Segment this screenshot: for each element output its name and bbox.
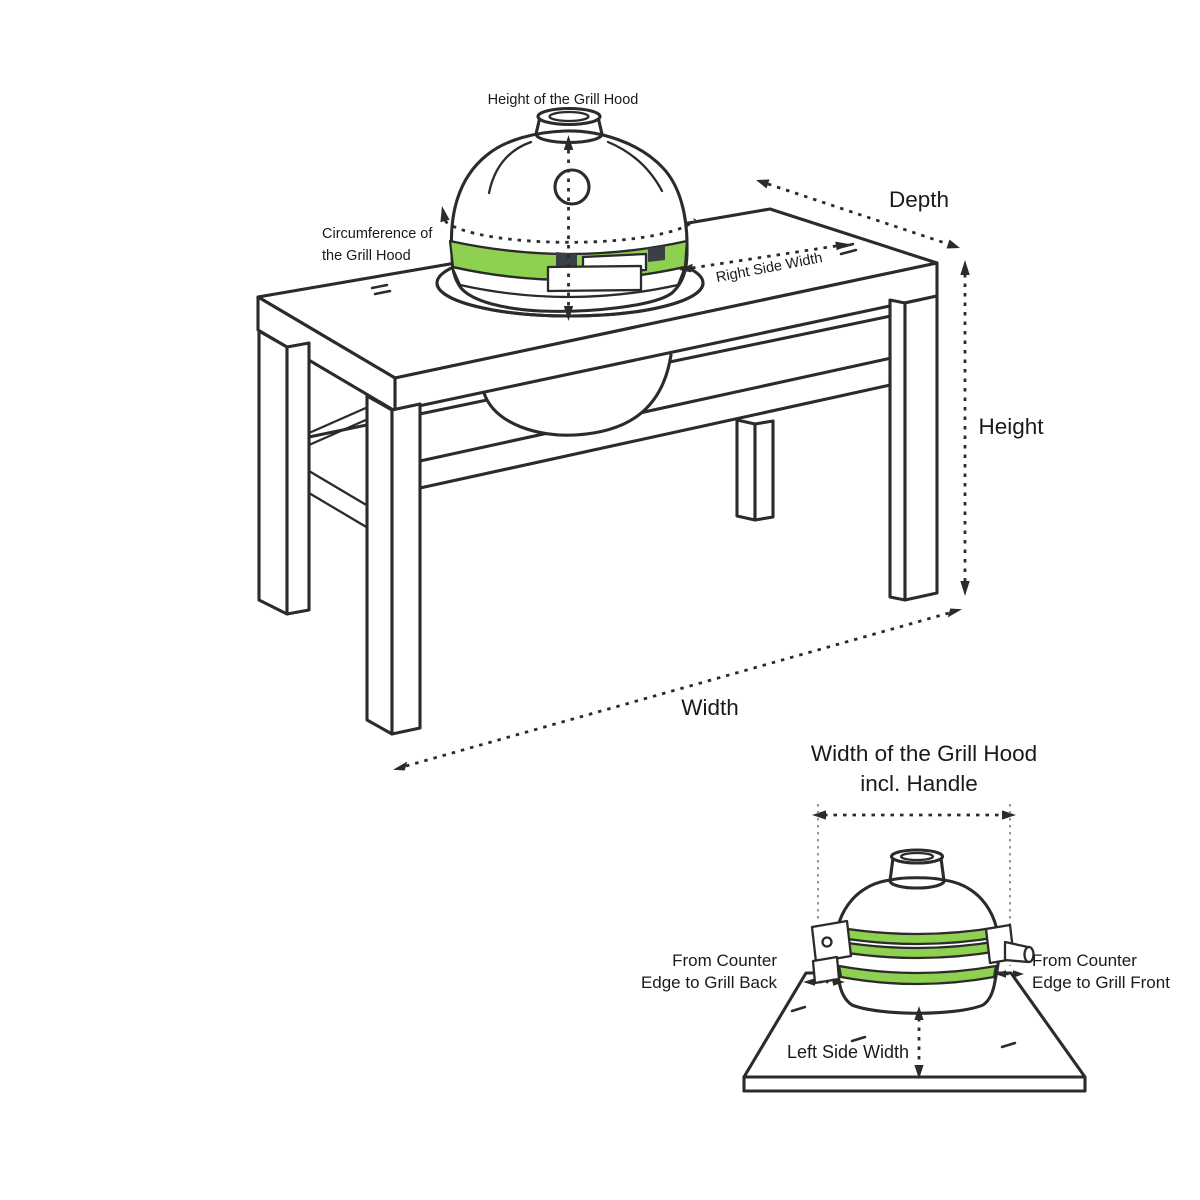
main-measurements: [393, 135, 970, 771]
circumference-label-line1: Circumference of: [322, 226, 433, 242]
counter-back-label-line2: Edge to Grill Back: [641, 973, 778, 992]
inset-chimney-sides: [888, 856, 946, 883]
width-label: Width: [681, 695, 739, 720]
depth-line: [767, 182, 949, 246]
counter-front-label-line2: Edge to Grill Front: [1032, 973, 1170, 992]
tabletop-mark-left: [370, 283, 392, 296]
band-latch-tab-right: [648, 246, 665, 262]
inset-green-stripe-3: [837, 964, 998, 986]
shelf-front-face-bottom: [418, 382, 897, 490]
left-side-width-label: Left Side Width: [787, 1042, 909, 1062]
height-label: Height: [978, 414, 1044, 439]
depth-label: Depth: [889, 187, 949, 212]
chimney-top: [536, 106, 602, 127]
handle-end-cap: [1023, 945, 1035, 964]
inset-title-line1: Width of the Grill Hood: [811, 741, 1037, 766]
arrowhead-down-icon: [563, 306, 574, 321]
chimney-opening: [548, 110, 590, 123]
table-leg-back-left: [257, 329, 289, 616]
grill-bowl-under-table-fill: [484, 350, 671, 436]
table-leg-right: [903, 294, 939, 602]
arrowhead-up-icon: [563, 135, 574, 150]
arrowhead-circumference-icon: [440, 206, 450, 223]
left-side-rail-lower: [307, 469, 370, 530]
hood-height-label: Height of the Grill Hood: [488, 92, 639, 108]
arrowhead-right-icon: [835, 241, 849, 251]
arrowhead-width-right-icon: [947, 608, 962, 618]
band-front-plate: [546, 264, 643, 293]
left-side-rail-upper: [307, 405, 370, 447]
arrowhead-gap-back-right-icon: [833, 978, 845, 986]
inset-diagram: Width of the Grill Hood incl. Handle: [641, 741, 1170, 1093]
grill-hood: [435, 106, 705, 318]
circumference-label-line2: the Grill Hood: [322, 248, 411, 264]
table-leg-back-left-side: [285, 341, 311, 616]
hood-shading-left: [487, 140, 533, 195]
thermometer: [553, 168, 591, 206]
arrowhead-width-left-icon: [393, 761, 408, 771]
arrowhead-inset-left-icon: [812, 810, 826, 820]
shelf-front-edge: [418, 353, 907, 463]
arrowhead-height-bottom-icon: [960, 581, 970, 596]
inset-chimney-opening: [899, 851, 935, 862]
arrowhead-gap-front-right-icon: [1013, 970, 1024, 978]
arrowhead-lsw-top-icon: [914, 1006, 924, 1020]
arrowhead-depth-back-icon: [756, 179, 770, 189]
grill-table-illustration: [256, 106, 939, 736]
inset-chimney-base-arc: [888, 879, 946, 890]
table-leg-right-inner: [888, 298, 907, 602]
arrowhead-depth-front-icon: [946, 239, 960, 249]
arrowhead-gap-back-left-icon: [803, 978, 815, 986]
arrowhead-height-top-icon: [960, 260, 970, 275]
arrowhead-gap-front-left-icon: [995, 970, 1006, 978]
table-leg-front-left-side: [390, 402, 422, 736]
counter-back-label-line1: From Counter: [672, 951, 777, 970]
arrowhead-left-icon: [679, 263, 693, 273]
grill-bowl-under-table: [482, 353, 673, 437]
arrowhead-lsw-bottom-icon: [914, 1065, 924, 1079]
table-leg-back-right-side: [753, 419, 775, 522]
hinge-pin: [821, 936, 833, 948]
hood-shading-right: [606, 140, 664, 193]
counter-front-label-line1: From Counter: [1032, 951, 1137, 970]
band-latch-tab-left: [556, 252, 577, 269]
table-leg-back-right: [735, 418, 757, 522]
arrowhead-inset-right-icon: [1002, 810, 1016, 820]
inset-title-line2: incl. Handle: [860, 771, 978, 796]
hinge-tab: [811, 955, 841, 985]
table-leg-front-left: [365, 394, 394, 736]
counter-front-edge: [742, 1075, 1087, 1093]
